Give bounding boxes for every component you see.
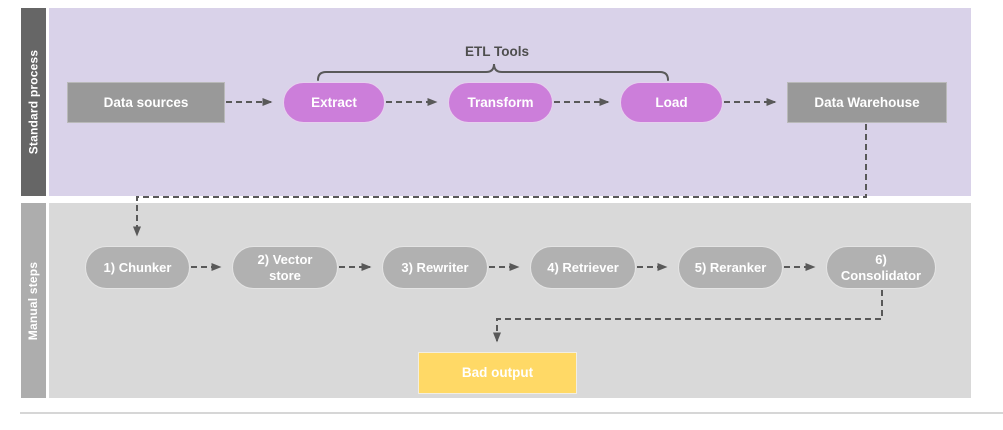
node-bad-output: Bad output bbox=[418, 352, 577, 394]
node-chunker: 1) Chunker bbox=[85, 246, 190, 289]
lane-label-standard-process-text: Standard process bbox=[26, 49, 41, 155]
bottom-divider bbox=[20, 412, 1003, 414]
node-data-sources: Data sources bbox=[67, 82, 225, 123]
lane-label-manual-steps: Manual steps bbox=[21, 203, 46, 398]
lane-label-manual-steps-text: Manual steps bbox=[26, 261, 41, 340]
node-retriever: 4) Retriever bbox=[530, 246, 636, 289]
etl-tools-bracket-label: ETL Tools bbox=[465, 44, 529, 59]
node-rewriter: 3) Rewriter bbox=[382, 246, 488, 289]
node-reranker: 5) Reranker bbox=[678, 246, 783, 289]
node-transform: Transform bbox=[448, 82, 553, 123]
node-extract: Extract bbox=[283, 82, 385, 123]
node-data-warehouse: Data Warehouse bbox=[787, 82, 947, 123]
node-vector-store: 2) Vector store bbox=[232, 246, 338, 289]
node-consolidator: 6) Consolidator bbox=[826, 246, 936, 289]
lane-label-standard-process: Standard process bbox=[21, 8, 46, 196]
node-load: Load bbox=[620, 82, 723, 123]
